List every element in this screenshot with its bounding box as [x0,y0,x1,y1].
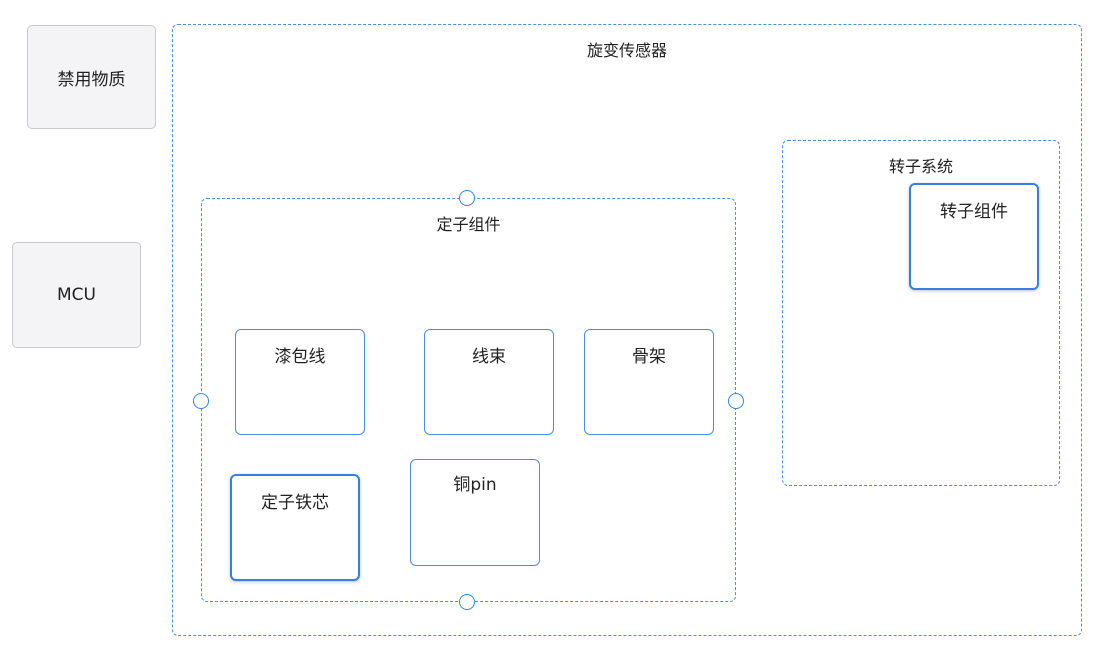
enameled-wire-label: 漆包线 [274,347,326,367]
mcu-label: MCU [57,285,96,305]
harness-label: 线束 [472,347,506,367]
mcu-box[interactable]: MCU [12,242,141,348]
resolver-sensor-group[interactable]: 旋变传感器 [172,24,1082,636]
enameled-wire-box[interactable]: 漆包线 [235,329,365,435]
bobbin-box[interactable]: 骨架 [584,329,714,435]
bobbin-label: 骨架 [632,347,666,367]
stator-core-box[interactable]: 定子铁芯 [230,474,360,581]
rotor-system-group[interactable]: 转子系统 [782,140,1060,486]
stator-handle-bottom[interactable] [459,594,475,610]
forbidden-substance-box[interactable]: 禁用物质 [27,25,156,129]
harness-box[interactable]: 线束 [424,329,554,435]
copper-pin-box[interactable]: 铜pin [410,459,540,566]
stator-handle-right[interactable] [728,393,744,409]
rotor-system-title: 转子系统 [888,157,953,176]
rotor-assembly-box[interactable]: 转子组件 [909,183,1039,290]
stator-core-label: 定子铁芯 [261,493,329,513]
rotor-assembly-label: 转子组件 [940,202,1008,222]
copper-pin-label: 铜pin [453,475,497,495]
stator-assembly-title: 定子组件 [436,215,501,234]
stator-handle-top[interactable] [459,190,475,206]
forbidden-substance-label: 禁用物质 [57,69,126,90]
stator-handle-left[interactable] [193,393,209,409]
resolver-sensor-title: 旋变传感器 [586,41,667,60]
